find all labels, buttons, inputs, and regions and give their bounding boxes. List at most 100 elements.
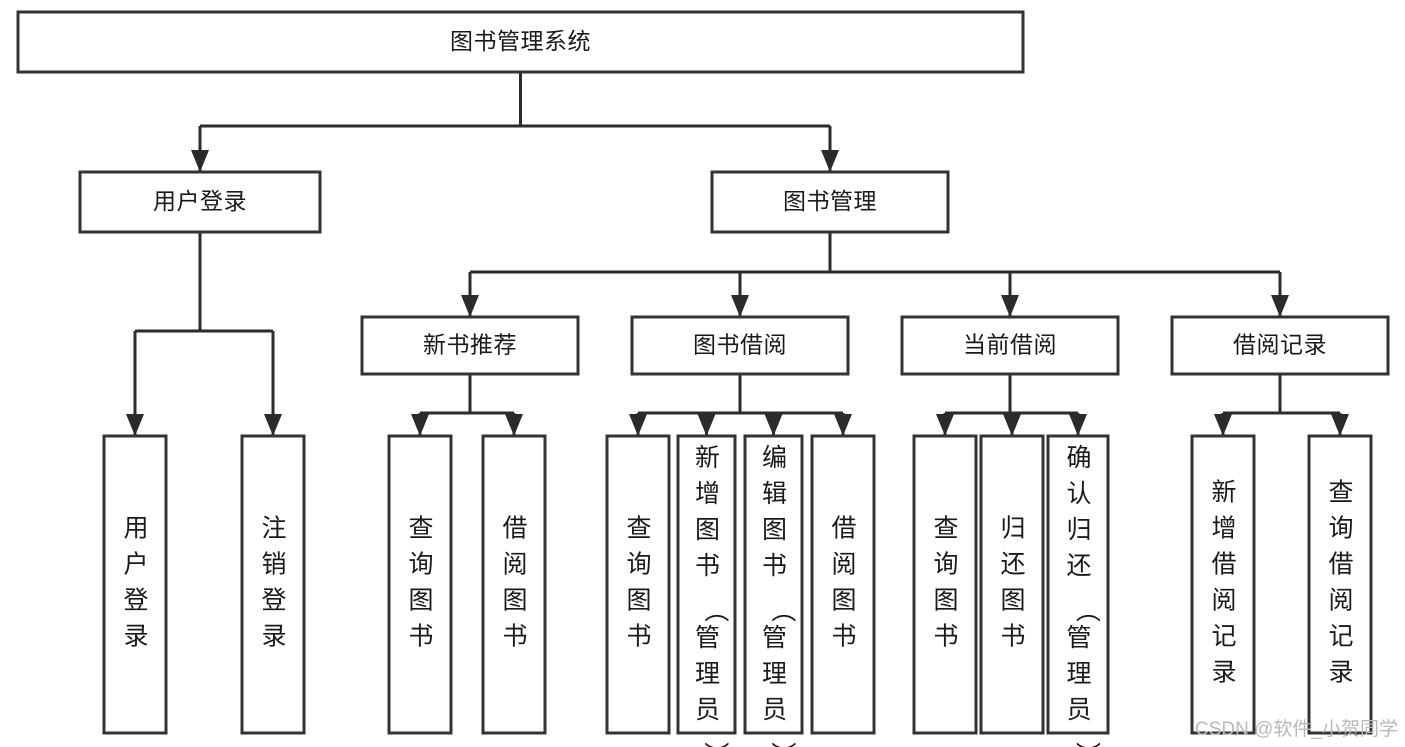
node-label-leaf-add-book-admin-char-1: 增 <box>695 480 720 508</box>
node-label-leaf-logout-login-char-2: 登 <box>261 587 286 615</box>
node-box-user-login <box>78 170 322 234</box>
edge-book-borrow-arrowhead-0 <box>629 414 647 436</box>
node-current-borrow[interactable]: 当前借阅 <box>900 315 1120 376</box>
node-label-leaf-add-book-admin-char-3: 书 <box>695 552 720 580</box>
node-box-book-borrow <box>630 315 850 376</box>
node-label-leaf-query-book-borrow-char-2: 图 <box>626 587 651 615</box>
edge-new-book-recommend-arrowhead-0 <box>411 414 429 436</box>
node-label-leaf-query-borrow-record-char-5: 录 <box>1328 659 1353 687</box>
edges-layer <box>126 72 1349 436</box>
node-box-leaf-query-book-borrow <box>605 434 671 735</box>
edge-book-borrow-arrowhead-1 <box>697 414 716 436</box>
node-box-leaf-user-login <box>102 434 168 735</box>
node-label-leaf-query-book-recommend-char-3: 书 <box>408 623 433 651</box>
edge-current-borrow-arrowhead-1 <box>1003 414 1021 436</box>
node-label-leaf-confirm-return-admin-char-5: 管 <box>1066 624 1091 652</box>
node-box-leaf-edit-book-admin <box>743 434 804 735</box>
edge-borrow-record-arrowhead-1 <box>1331 414 1349 436</box>
node-label-leaf-borrow-book-recommend-char-3: 书 <box>502 623 527 651</box>
node-book-management[interactable]: 图书管理 <box>710 170 950 234</box>
node-label-leaf-user-login-char-3: 录 <box>123 623 148 651</box>
node-label-leaf-query-borrow-record-char-3: 阅 <box>1328 587 1353 615</box>
node-box-root <box>16 10 1025 74</box>
node-label-leaf-add-book-admin-char-2: 图 <box>695 516 720 544</box>
node-label-leaf-add-book-admin-char-4: （ <box>702 597 730 622</box>
node-user-login[interactable]: 用户登录 <box>78 170 322 234</box>
edge-book-management-arrowhead-3 <box>1271 295 1289 317</box>
edge-current-borrow-arrowhead-2 <box>1069 414 1087 436</box>
edge-root-arrowhead-0 <box>191 150 209 172</box>
node-label-book-borrow: 图书借阅 <box>693 332 787 358</box>
node-label-leaf-add-borrow-record-char-3: 阅 <box>1211 587 1236 615</box>
node-borrow-record[interactable]: 借阅记录 <box>1170 315 1390 376</box>
node-box-leaf-borrow-book <box>810 434 876 735</box>
node-label-leaf-confirm-return-admin-char-6: 理 <box>1066 660 1091 688</box>
node-label-leaf-query-borrow-record-char-0: 查 <box>1328 479 1353 507</box>
node-label-leaf-edit-book-admin-char-1: 辑 <box>762 480 787 508</box>
node-label-leaf-borrow-book-recommend-char-0: 借 <box>502 515 527 543</box>
node-leaf-user-login[interactable]: 用户登录 <box>102 434 168 735</box>
node-label-leaf-edit-book-admin-char-7: 员 <box>762 696 787 724</box>
edge-borrow-record-arrowhead-0 <box>1214 414 1232 436</box>
node-label-root: 图书管理系统 <box>450 28 591 54</box>
node-label-leaf-edit-book-admin-char-8: ） <box>769 741 797 747</box>
edge-root-arrowhead-1 <box>821 150 839 172</box>
node-label-leaf-return-book-char-0: 归 <box>1000 515 1025 543</box>
node-label-leaf-add-book-admin-char-7: 员 <box>695 696 720 724</box>
node-label-leaf-edit-book-admin-char-3: 书 <box>762 552 787 580</box>
node-label-leaf-return-book-char-3: 书 <box>1000 623 1025 651</box>
node-label-leaf-edit-book-admin-char-5: 管 <box>762 624 787 652</box>
node-label-leaf-confirm-return-admin-char-7: 员 <box>1066 696 1091 724</box>
csdn-watermark: CSDN @软件_小贺同学 <box>1195 718 1398 740</box>
node-box-leaf-return-book <box>979 434 1045 735</box>
edge-current-borrow-arrowhead-0 <box>936 414 954 436</box>
node-root[interactable]: 图书管理系统 <box>16 10 1025 74</box>
node-box-leaf-logout-login <box>240 434 306 735</box>
node-label-borrow-record: 借阅记录 <box>1233 332 1327 358</box>
node-label-leaf-query-book-borrow-char-3: 书 <box>626 623 651 651</box>
node-label-leaf-logout-login-char-3: 录 <box>261 623 286 651</box>
edge-new-book-recommend-arrowhead-1 <box>505 414 523 436</box>
node-label-leaf-edit-book-admin-char-4: （ <box>769 597 797 622</box>
node-label-leaf-query-book-current-char-1: 询 <box>933 551 958 579</box>
nodes-layer: 图书管理系统用户登录图书管理新书推荐图书借阅当前借阅借阅记录用户登录注销登录查询… <box>16 10 1390 747</box>
node-label-leaf-query-book-borrow-char-0: 查 <box>626 515 651 543</box>
node-box-leaf-add-borrow-record <box>1190 434 1256 735</box>
node-label-current-borrow: 当前借阅 <box>963 332 1057 358</box>
node-label-leaf-query-book-current-char-2: 图 <box>933 587 958 615</box>
node-label-leaf-borrow-book-recommend-char-2: 图 <box>502 587 527 615</box>
node-label-leaf-edit-book-admin-char-6: 理 <box>762 660 787 688</box>
node-label-new-book-recommend: 新书推荐 <box>423 332 517 358</box>
edge-book-management-arrowhead-0 <box>461 295 479 317</box>
node-label-leaf-query-book-borrow-char-1: 询 <box>626 551 651 579</box>
node-label-leaf-add-book-admin-char-8: ） <box>702 741 730 747</box>
node-label-book-management: 图书管理 <box>783 188 877 214</box>
node-label-leaf-add-book-admin-char-5: 管 <box>695 624 720 652</box>
edge-book-borrow-arrowhead-2 <box>764 414 783 436</box>
node-label-leaf-confirm-return-admin-char-2: 归 <box>1066 516 1091 544</box>
node-label-leaf-borrow-book-recommend-char-1: 阅 <box>502 551 527 579</box>
node-label-leaf-user-login-char-0: 用 <box>123 515 148 543</box>
node-new-book-recommend[interactable]: 新书推荐 <box>360 315 580 376</box>
node-label-leaf-confirm-return-admin-char-1: 认 <box>1066 480 1091 508</box>
node-book-borrow[interactable]: 图书借阅 <box>630 315 850 376</box>
node-label-leaf-query-book-current-char-3: 书 <box>933 623 958 651</box>
edge-book-management-arrowhead-2 <box>1001 295 1019 317</box>
node-label-leaf-borrow-book-char-0: 借 <box>831 515 856 543</box>
node-label-leaf-borrow-book-char-2: 图 <box>831 587 856 615</box>
node-label-leaf-return-book-char-1: 还 <box>1000 551 1025 579</box>
